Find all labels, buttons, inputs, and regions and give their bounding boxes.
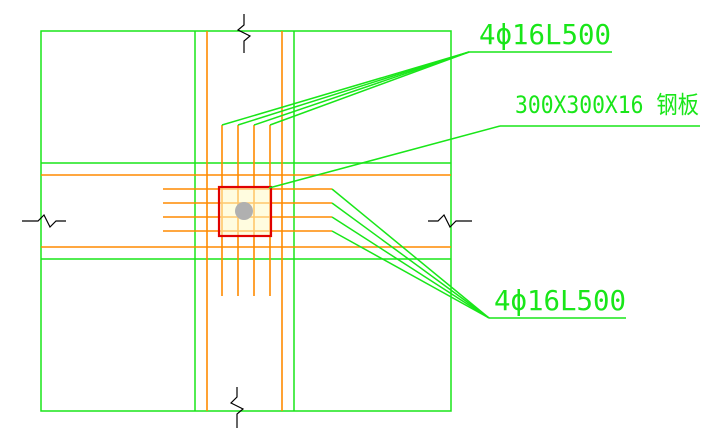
label-bottom-rebar: 4ϕ16L500 <box>494 284 626 317</box>
break-mark-top <box>236 14 252 53</box>
leader-plate <box>268 125 700 189</box>
break-mark-bottom <box>229 387 245 428</box>
break-mark-left <box>22 213 66 229</box>
label-plate: 300X300X16 钢板 <box>515 91 699 119</box>
outer-boundary <box>40 30 452 412</box>
label-top-rebar: 4ϕ16L500 <box>479 18 611 51</box>
break-mark-right <box>428 213 472 229</box>
leader-bottom-rebar <box>331 188 626 319</box>
anchor-bolt <box>235 202 253 220</box>
leader-top-rebar <box>221 51 612 126</box>
